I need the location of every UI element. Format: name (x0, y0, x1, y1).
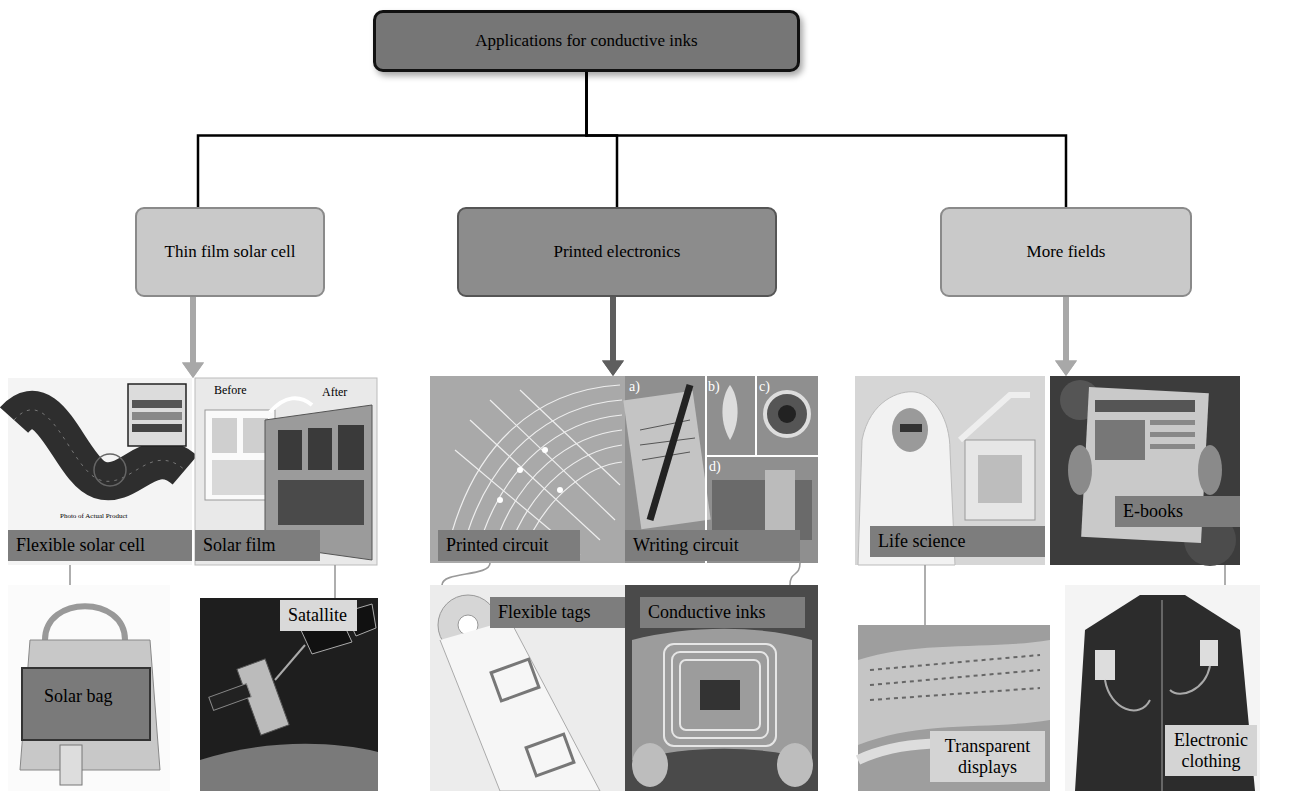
photo-panel: Conductive inks (625, 585, 818, 791)
photo-panel: Transparent displays (858, 625, 1050, 791)
root-box: Applications for conductive inks (373, 10, 800, 72)
arrowhead (1055, 361, 1077, 376)
arrowhead (1055, 361, 1077, 376)
connector-line (69, 565, 71, 585)
connector-line (190, 297, 196, 364)
connector-line (790, 563, 800, 585)
connector-line (610, 297, 616, 362)
connector-line (1063, 297, 1069, 362)
arrowhead (602, 361, 624, 376)
photo-caption: Solar bag (36, 681, 123, 712)
connector-line (334, 565, 336, 598)
photo-caption: Transparent displays (930, 731, 1045, 782)
photo-panel: Writing circuit (625, 376, 818, 563)
printed-circuit-photo (430, 376, 625, 563)
photo-caption: Life science (870, 526, 1045, 557)
category-box: Printed electronics (457, 207, 777, 297)
connector-line (587, 72, 1067, 207)
connector-line (610, 297, 616, 362)
photo-annotation: Before (214, 384, 247, 397)
connector-line (190, 297, 196, 364)
photo-caption: Printed circuit (438, 530, 580, 561)
panel-letter: c) (759, 379, 770, 394)
photo-caption: Writing circuit (625, 530, 800, 561)
photo-panel: E-books (1050, 376, 1240, 565)
connector-line (442, 563, 490, 585)
photo-panel: Life science (855, 376, 1045, 565)
solar-bag-photo (8, 585, 170, 791)
box-label: Printed electronics (548, 242, 687, 262)
conductive-inks-photo (625, 585, 818, 791)
category-box: Thin film solar cell (135, 207, 325, 297)
photo-panel: Solar film (195, 378, 377, 565)
connector (182, 297, 204, 378)
arrowhead (602, 361, 624, 376)
connector (602, 297, 624, 376)
box-label: More fields (1021, 242, 1112, 262)
connector (1055, 297, 1077, 376)
ebooks-photo (1050, 376, 1240, 566)
photo-caption: E-books (1115, 496, 1240, 527)
photo-caption: Conductive inks (640, 597, 805, 628)
photo-panel: Flexible solar cell (8, 378, 192, 565)
connector (587, 72, 1067, 207)
flexible-solar-photo (8, 378, 192, 565)
flexible-tags-photo (430, 585, 625, 791)
panel-letter: b) (708, 379, 720, 394)
photo-caption: Solar film (195, 530, 320, 561)
connector (70, 565, 71, 585)
connector (198, 72, 587, 207)
photo-caption: Flexible tags (490, 597, 625, 628)
connector-line (587, 72, 618, 207)
solar-film-photo (195, 378, 377, 565)
connector (587, 72, 618, 207)
connector (442, 563, 490, 585)
box-label: Applications for conductive inks (469, 31, 703, 51)
connector-line (198, 72, 587, 207)
connector (335, 565, 336, 598)
panel-letter: d) (709, 459, 721, 474)
connector (1225, 565, 1226, 585)
satellite-photo (200, 598, 378, 791)
box-label: Thin film solar cell (159, 242, 302, 262)
connector (1055, 297, 1077, 376)
photo-panel: Solar bag (8, 585, 170, 791)
connector-line (1063, 297, 1069, 362)
photo-panel: Flexible tags (430, 585, 625, 791)
photo-annotation: Photo of Actual Product (60, 513, 127, 521)
photo-caption: Flexible solar cell (8, 530, 192, 561)
photo-caption: Electronic clothing (1165, 725, 1257, 776)
connector-line (924, 565, 926, 625)
connector-line (1224, 565, 1226, 585)
arrowhead (182, 363, 204, 378)
arrowhead (182, 363, 204, 378)
panel-letter: a) (629, 379, 640, 394)
photo-panel: Printed circuit (430, 376, 625, 563)
connector (182, 297, 204, 378)
connector (602, 297, 624, 376)
photo-panel: Electronic clothing (1065, 585, 1260, 791)
writing-circuit-photo (623, 376, 818, 563)
connector (925, 565, 926, 625)
category-box: More fields (940, 207, 1192, 297)
transparent-display-photo (858, 625, 1050, 791)
electronic-clothing-photo (1065, 585, 1260, 791)
connector (790, 563, 800, 585)
life-science-photo (855, 376, 1045, 565)
photo-annotation: After (322, 386, 347, 399)
photo-caption: Satallite (280, 600, 357, 631)
photo-panel: Satallite (200, 598, 378, 791)
